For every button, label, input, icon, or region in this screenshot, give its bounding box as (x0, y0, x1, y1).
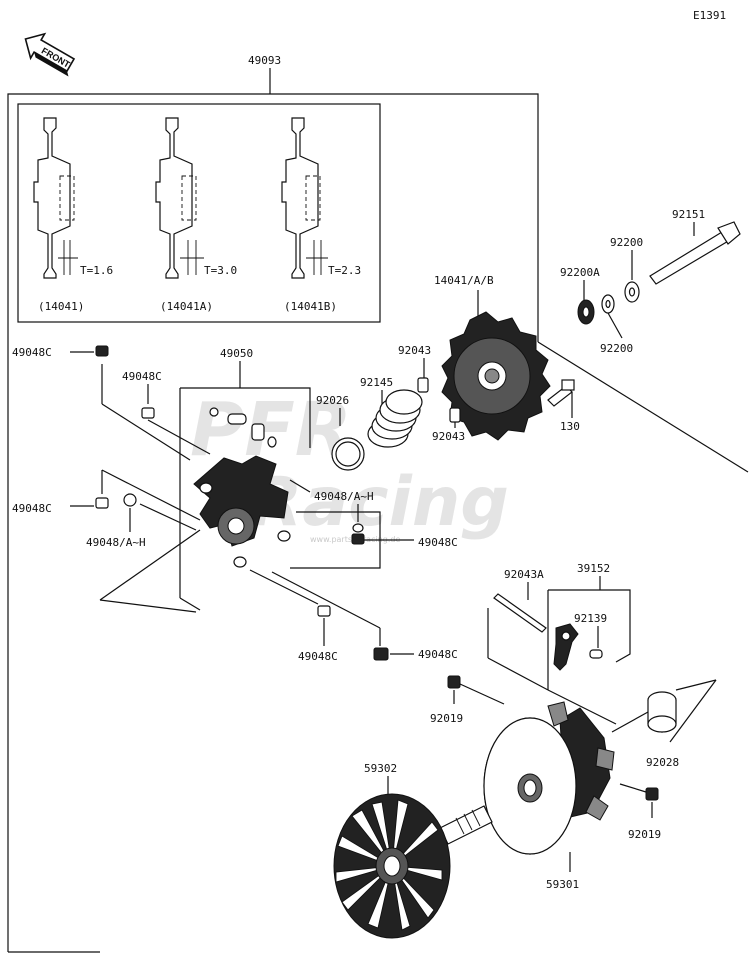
callout-49048-a-h-1: 49048/A~H (314, 490, 374, 503)
movable-sheave-59301: 59301 (483, 701, 615, 891)
callout-49093: 49093 (248, 54, 281, 67)
callout-49048-a-h-2: 49048/A~H (86, 536, 146, 549)
cover-variant-14041: T=1.6 (14041) (33, 117, 113, 313)
inset-thickness-2: T=3.0 (204, 264, 237, 277)
callout-49048c-5: 49048C (298, 650, 338, 663)
fixed-sheave-59302: 59302 (333, 762, 493, 939)
callout-49048c-2: 49048C (122, 370, 162, 383)
callout-39152: 39152 (577, 562, 610, 575)
nuts-92019: 92019 92019 (430, 675, 661, 841)
callout-92200a: 92200A (560, 266, 600, 279)
callout-49048c-1: 49048C (12, 346, 52, 359)
inset-thickness-3: T=2.3 (328, 264, 361, 277)
bolt-92151: 92151 (649, 208, 741, 285)
inset-box: T=1.6 (14041) T=3.0 (14041A) T=2.3 (1404… (17, 103, 381, 323)
inset-part-2: (14041A) (160, 300, 213, 313)
callout-92043a: 92043A (504, 568, 544, 581)
cover-variant-14041a: T=3.0 (14041A) (155, 117, 237, 313)
washers: 92200 92200A 92200 (560, 236, 643, 355)
oring-92026: 92026 (316, 394, 365, 471)
callout-92145: 92145 (360, 376, 393, 389)
watermark: P​FR Racing www.partsforracing.de (190, 387, 509, 544)
callout-92019-right: 92019 (628, 828, 661, 841)
bushing-92028: 92028 (611, 679, 717, 769)
inset-thickness-1: T=1.6 (80, 264, 113, 277)
callout-14041-a-b: 14041/A/B (434, 274, 494, 287)
callout-49048c-6: 49048C (418, 648, 458, 661)
callout-92043-top: 92043 (398, 344, 431, 357)
cover-part: 14041/A/B (434, 274, 551, 441)
diagram-code: E1391 (693, 9, 726, 22)
callout-92028: 92028 (646, 756, 679, 769)
shims-49048: 49048/A~H 49048/A~H (86, 479, 381, 569)
callout-130: 130 (560, 420, 580, 433)
spider-assembly: 49050 (99, 347, 311, 613)
pin-92043a: 92043A (487, 568, 549, 691)
inset-part-3: (14041B) (284, 300, 337, 313)
assembly-frame: 49093 (7, 54, 749, 953)
nuts-49048c: 49048C 49048C 49048C 49048C 49048C 49048… (12, 345, 458, 663)
callout-49048c-4: 49048C (418, 536, 458, 549)
callout-92043-bottom: 92043 (432, 430, 465, 443)
callout-92200-bottom: 92200 (600, 342, 633, 355)
callout-92151: 92151 (672, 208, 705, 221)
callout-49048c-3: 49048C (12, 502, 52, 515)
callout-92019-left: 92019 (430, 712, 463, 725)
weight-kit-39152: 39152 92139 (547, 562, 631, 725)
callout-59302: 59302 (364, 762, 397, 775)
callout-92139: 92139 (574, 612, 607, 625)
callout-92026: 92026 (316, 394, 349, 407)
front-arrow-icon: FRONT (24, 32, 76, 77)
svg-text:P​FR: P​FR (190, 387, 352, 473)
cover-variant-14041b: T=2.3 (14041B) (281, 117, 361, 313)
pins: 92043 92043 130 (398, 344, 580, 443)
inset-part-1: (14041) (38, 300, 84, 313)
callout-49050: 49050 (220, 347, 253, 360)
callout-92200-top: 92200 (610, 236, 643, 249)
callout-59301: 59301 (546, 878, 579, 891)
spring-92145: 92145 (360, 376, 423, 448)
